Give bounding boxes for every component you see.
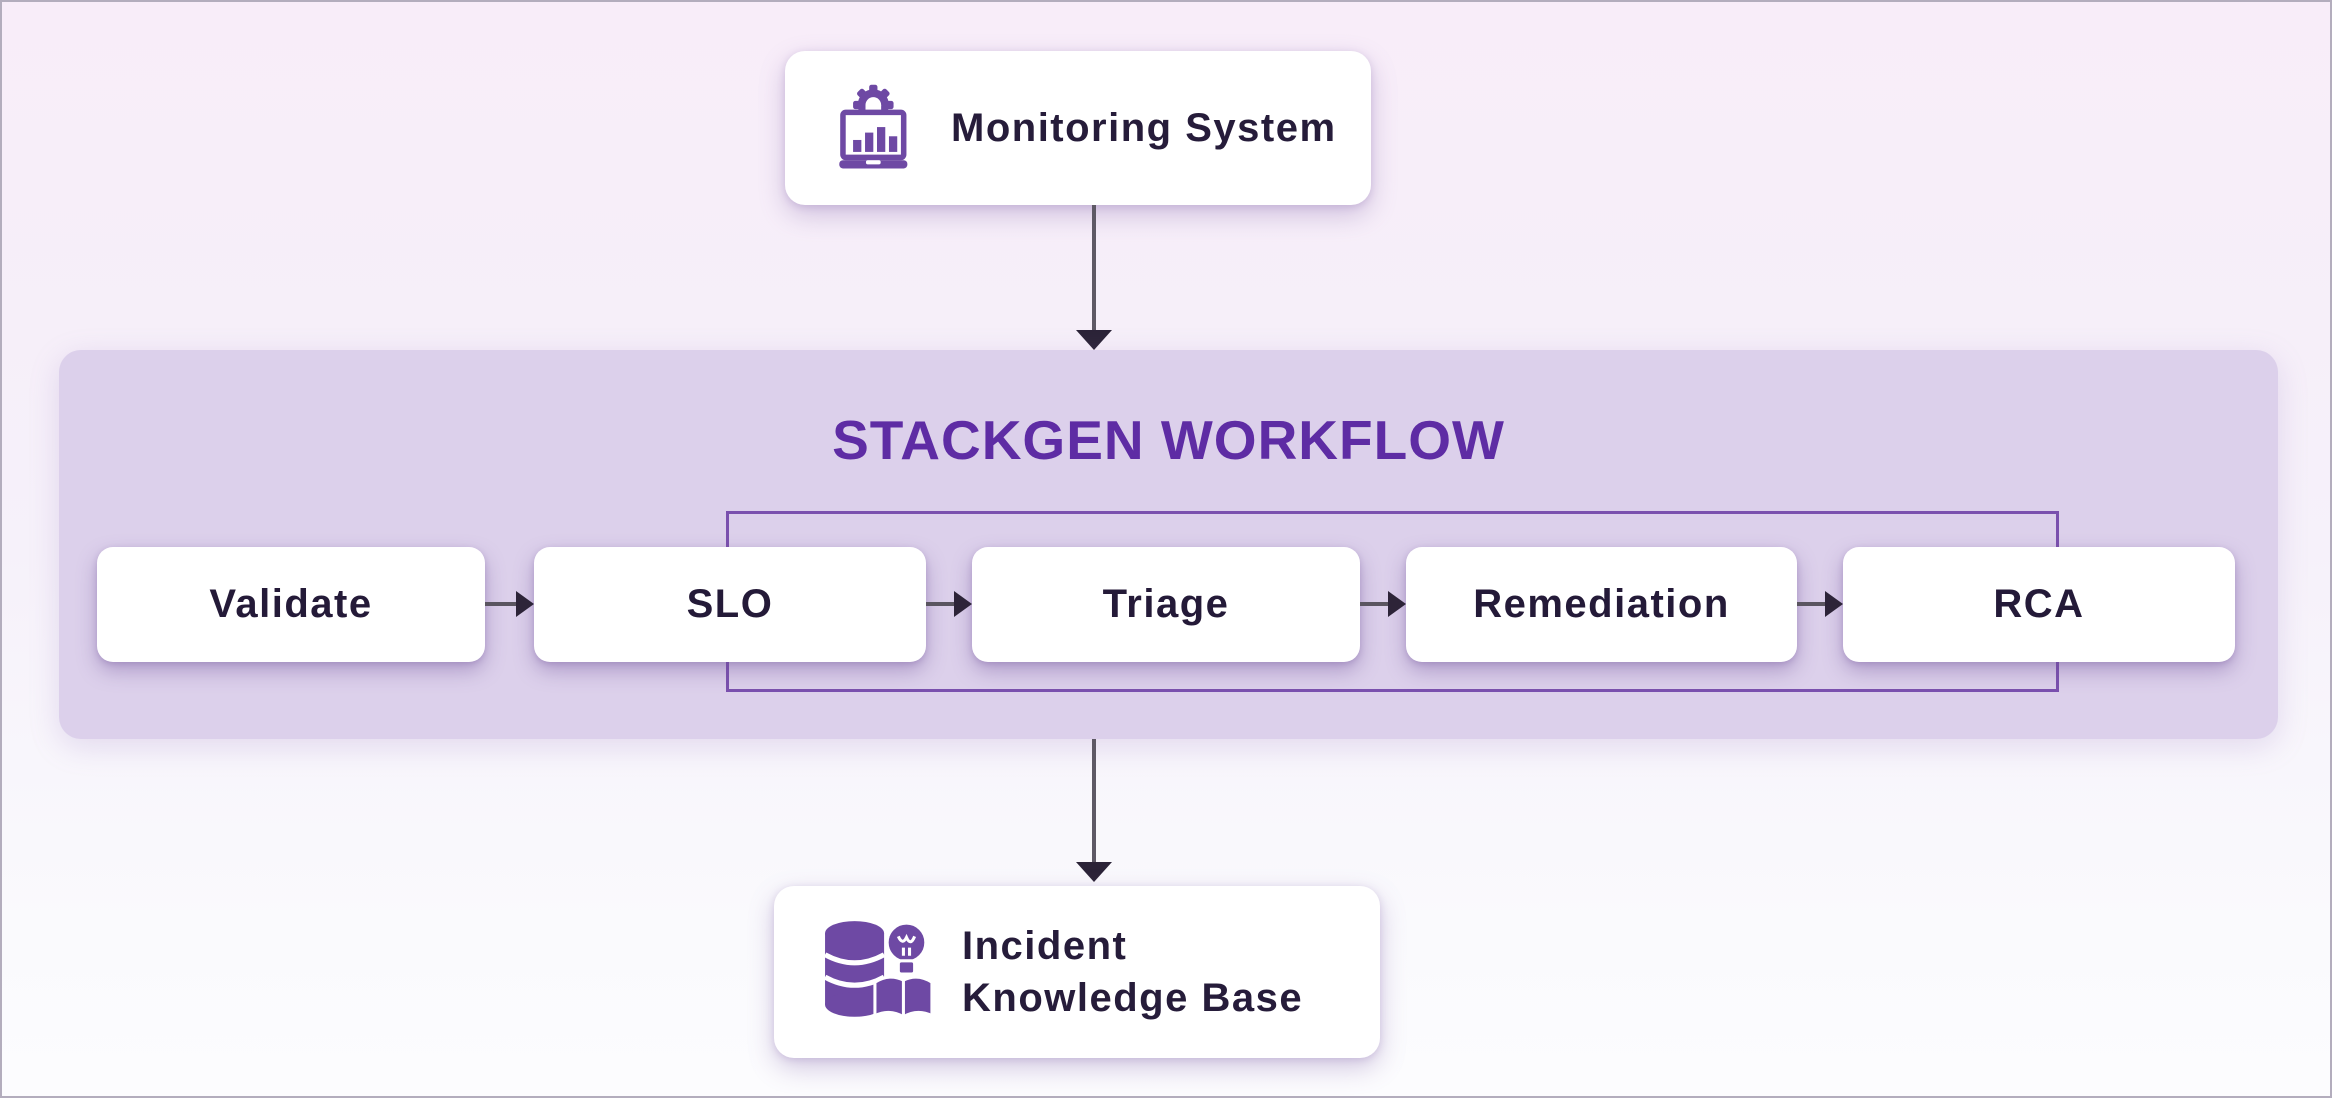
incident-knowledge-base-label-line2: Knowledge Base <box>962 976 1304 1020</box>
arrow-monitoring-to-workflow <box>1076 205 1112 350</box>
arrow-triage-to-remediation <box>1360 591 1406 617</box>
incident-knowledge-base-label-line1: Incident <box>962 924 1128 968</box>
monitoring-system-node: Monitoring System <box>785 51 1371 205</box>
incident-knowledge-base-node: Incident Knowledge Base <box>774 886 1380 1058</box>
arrow-validate-to-slo <box>485 591 534 617</box>
step-triage: Triage <box>972 547 1360 662</box>
step-slo: SLO <box>534 547 926 662</box>
monitoring-system-label: Monitoring System <box>951 106 1337 150</box>
workflow-title: STACKGEN WORKFLOW <box>832 409 1505 471</box>
arrow-workflow-to-knowledge-base <box>1076 739 1112 884</box>
step-rca: RCA <box>1843 547 2235 662</box>
arrow-remediation-to-rca <box>1797 591 1843 617</box>
stackgen-workflow-container: STACKGEN WORKFLOW Validate SLO Triage Re… <box>59 350 2278 739</box>
database-lightbulb-book-icon <box>822 918 936 1026</box>
step-remediation: Remediation <box>1406 547 1797 662</box>
monitoring-dashboard-gear-icon <box>831 81 923 175</box>
arrow-slo-to-triage <box>926 591 972 617</box>
step-validate: Validate <box>97 547 485 662</box>
incident-knowledge-base-label: Incident Knowledge Base <box>962 920 1303 1024</box>
